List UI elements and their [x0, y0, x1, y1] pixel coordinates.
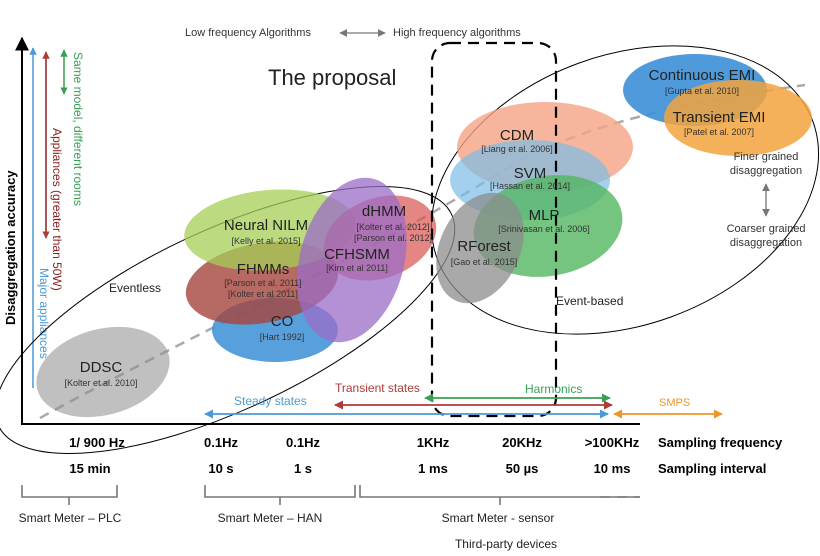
- co-name: CO: [271, 313, 294, 330]
- transient-emi-name: Transient EMI: [673, 109, 766, 126]
- mlp-ref: [Srinivasan et al. 2006]: [498, 224, 590, 234]
- han-label: Smart Meter – HAN: [218, 511, 323, 525]
- sensor-bracket: [359, 485, 640, 505]
- coarser-grained-2: disaggregation: [730, 237, 802, 249]
- harmonics-label: Harmonics: [525, 382, 582, 396]
- fhmms-name: FHMMs: [237, 261, 290, 278]
- major-appliances-label: Major appliances: [37, 268, 51, 359]
- transient-states-label: Transient states: [335, 381, 420, 395]
- svm-name: SVM: [514, 165, 547, 182]
- fhmms-ref-1: [Parson et al. 2011]: [224, 278, 301, 288]
- event-based-label: Event-based: [556, 294, 623, 308]
- header-low-frequency: Low frequency Algorithms: [185, 27, 311, 39]
- ddsc-ref: [Kolter et al. 2010]: [64, 378, 137, 388]
- smps-label: SMPS: [659, 397, 690, 409]
- dhmm-ref-1: [Kolter et al. 2012]: [356, 222, 429, 232]
- finer-grained-2: disaggregation: [730, 165, 802, 177]
- proposal-label: The proposal: [268, 65, 396, 90]
- continuous-emi-ref: [Gupta et al. 2010]: [665, 86, 739, 96]
- co-ref: [Hart 1992]: [260, 332, 305, 342]
- freq-tick: 0.1Hz: [286, 435, 320, 450]
- svm-ref: [Hassan et al. 2014]: [490, 181, 570, 191]
- interval-tick: 1 ms: [418, 461, 448, 476]
- same-model-label: Same model, different rooms: [71, 52, 85, 206]
- rforest-name: RForest: [457, 238, 511, 255]
- transient-emi-ref: [Patel et al. 2007]: [684, 127, 754, 137]
- cfhsmm-blob: [297, 177, 407, 343]
- freq-tick: 0.1Hz: [204, 435, 238, 450]
- y-axis-label: Disaggregation accuracy: [3, 170, 18, 325]
- interval-tick: 10 s: [208, 461, 233, 476]
- plc-label: Smart Meter – PLC: [19, 511, 122, 525]
- freq-tick: >100KHz: [585, 435, 640, 450]
- freq-tick: 20KHz: [502, 435, 542, 450]
- eventless-label: Eventless: [109, 281, 161, 295]
- cfhsmm-name: CFHSMM: [324, 246, 390, 263]
- transient-emi-blob: [664, 80, 812, 156]
- freq-axis-title: Sampling frequency: [658, 435, 783, 450]
- cfhsmm-ref: [Kim et al 2011]: [326, 263, 388, 273]
- freq-tick: 1/ 900 Hz: [69, 435, 125, 450]
- header-high-frequency: High frequency algorithms: [393, 27, 521, 39]
- third-party-label: Third-party devices: [455, 537, 557, 551]
- interval-axis-title: Sampling interval: [658, 461, 766, 476]
- cdm-ref: [Liang et al. 2006]: [481, 144, 553, 154]
- rforest-blob: [436, 192, 524, 304]
- ddsc-name: DDSC: [80, 359, 123, 376]
- interval-tick: 50 µs: [506, 461, 539, 476]
- freq-tick: 1KHz: [417, 435, 450, 450]
- coarser-grained-1: Coarser grained: [727, 223, 806, 235]
- interval-tick: 15 min: [69, 461, 110, 476]
- rforest-ref: [Gao et al. 2015]: [451, 257, 518, 267]
- han-bracket: [204, 485, 356, 505]
- neural-nilm-ref: [Kelly et al. 2015]: [231, 236, 300, 246]
- ddsc-blob: [36, 326, 170, 418]
- interval-tick: 10 ms: [594, 461, 631, 476]
- mlp-name: MLP: [529, 207, 560, 224]
- sensor-label: Smart Meter - sensor: [442, 511, 555, 525]
- plc-bracket: [21, 485, 118, 505]
- neural-nilm-name: Neural NILM: [224, 217, 308, 234]
- appliances-label: Appliances (greater than 50W): [50, 128, 64, 291]
- fhmms-ref-2: [Kolter et al 2011]: [228, 289, 298, 299]
- interval-tick: 1 s: [294, 461, 312, 476]
- dhmm-ref-2: [Parson et al. 2012]: [354, 233, 432, 243]
- finer-grained-1: Finer grained: [734, 151, 799, 163]
- cdm-name: CDM: [500, 127, 534, 144]
- dhmm-name: dHMM: [362, 203, 406, 220]
- steady-states-label: Steady states: [234, 394, 307, 408]
- continuous-emi-name: Continuous EMI: [649, 67, 756, 84]
